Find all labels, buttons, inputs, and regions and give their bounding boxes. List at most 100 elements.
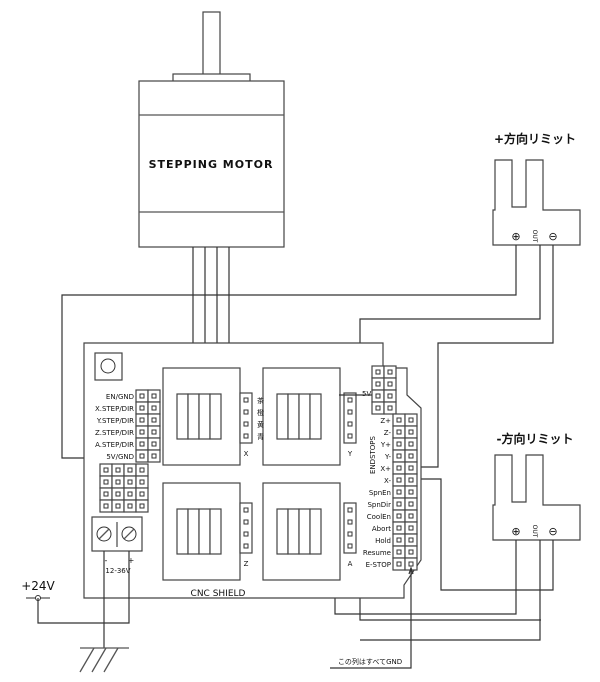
- gnd-note: この列はすべてGND: [330, 566, 414, 669]
- extra-header-pin[interactable]: [139, 467, 145, 473]
- endstop-label: Hold: [375, 537, 391, 545]
- limit-plus-pin-minus: ⊖: [548, 230, 557, 243]
- connector-pin[interactable]: [347, 421, 353, 427]
- motor-connector-x: [239, 392, 253, 444]
- connector-pin[interactable]: [243, 421, 249, 427]
- endstop-pin[interactable]: [396, 477, 402, 483]
- extra-header-pin[interactable]: [127, 467, 133, 473]
- endstop-pin[interactable]: [396, 417, 402, 423]
- extra-header-pin[interactable]: [127, 503, 133, 509]
- five-v-pin[interactable]: [387, 381, 393, 387]
- motor-connector-a: [343, 502, 357, 554]
- left-header-pin[interactable]: [139, 393, 145, 399]
- connector-pin[interactable]: [347, 519, 353, 525]
- left-header-pin[interactable]: [151, 393, 157, 399]
- left-header-pin[interactable]: [151, 417, 157, 423]
- endstop-pin[interactable]: [396, 501, 402, 507]
- extra-header-pin[interactable]: [103, 467, 109, 473]
- extra-header-pin[interactable]: [115, 503, 121, 509]
- endstop-pin[interactable]: [408, 525, 414, 531]
- endstop-pin[interactable]: [408, 501, 414, 507]
- left-header-pin[interactable]: [139, 405, 145, 411]
- terminal-plus-label: +: [128, 556, 135, 565]
- endstop-pin[interactable]: [408, 429, 414, 435]
- extra-header-pin[interactable]: [103, 503, 109, 509]
- five-v-pin[interactable]: [375, 369, 381, 375]
- limit-switch-plus: +方向リミット ⊕ OUT ⊖: [492, 131, 581, 246]
- endstop-pin[interactable]: [396, 537, 402, 543]
- extra-header-pin[interactable]: [127, 479, 133, 485]
- endstop-pin[interactable]: [408, 513, 414, 519]
- extra-header-pin[interactable]: [127, 491, 133, 497]
- connector-pin[interactable]: [243, 507, 249, 513]
- extra-header-pin[interactable]: [139, 491, 145, 497]
- endstop-pin[interactable]: [396, 465, 402, 471]
- five-v-header: [371, 365, 397, 415]
- left-header-label: X.STEP/DIR: [95, 405, 134, 413]
- endstop-pin[interactable]: [408, 537, 414, 543]
- left-header-pin[interactable]: [151, 429, 157, 435]
- five-v-pin[interactable]: [387, 393, 393, 399]
- endstop-pin[interactable]: [396, 525, 402, 531]
- endstop-pin[interactable]: [396, 489, 402, 495]
- endstop-pin[interactable]: [396, 453, 402, 459]
- endstop-pin[interactable]: [396, 441, 402, 447]
- five-v-pin[interactable]: [387, 405, 393, 411]
- extra-header-pin[interactable]: [103, 491, 109, 497]
- endstop-pin[interactable]: [408, 465, 414, 471]
- driver-chip-z: [176, 508, 222, 555]
- endstop-pin[interactable]: [396, 513, 402, 519]
- five-v-pin[interactable]: [375, 381, 381, 387]
- endstop-pin[interactable]: [408, 417, 414, 423]
- connector-pin[interactable]: [243, 543, 249, 549]
- left-header-pin[interactable]: [151, 441, 157, 447]
- left-header-pin[interactable]: [139, 441, 145, 447]
- extra-header-pin[interactable]: [103, 479, 109, 485]
- extra-header-pin[interactable]: [115, 491, 121, 497]
- connector-pin[interactable]: [243, 519, 249, 525]
- left-header-pin[interactable]: [151, 453, 157, 459]
- left-header-pin[interactable]: [139, 417, 145, 423]
- connector-pin[interactable]: [347, 543, 353, 549]
- connector-pin[interactable]: [347, 531, 353, 537]
- coil-color-label: 青: [257, 432, 264, 441]
- left-header-pin[interactable]: [151, 405, 157, 411]
- connector-pin[interactable]: [347, 507, 353, 513]
- endstop-pin[interactable]: [396, 549, 402, 555]
- five-v-pin[interactable]: [375, 405, 381, 411]
- limit-minus-body: [492, 454, 581, 541]
- power-terminal: - + 12-36V: [91, 516, 143, 575]
- left-header-label: 5V/GND: [106, 453, 134, 461]
- endstop-pin[interactable]: [408, 441, 414, 447]
- extra-header-pin[interactable]: [115, 467, 121, 473]
- left-header: EN/GNDX.STEP/DIRY.STEP/DIRZ.STEP/DIRA.ST…: [95, 389, 161, 463]
- connector-pin[interactable]: [243, 397, 249, 403]
- endstop-pin[interactable]: [408, 477, 414, 483]
- left-header-pin[interactable]: [139, 429, 145, 435]
- extra-header-pin[interactable]: [115, 479, 121, 485]
- connector-pin[interactable]: [243, 409, 249, 415]
- endstop-label: CoolEn: [367, 513, 391, 521]
- driver-sockets: [162, 367, 341, 581]
- left-header-pin[interactable]: [139, 453, 145, 459]
- endstop-pin[interactable]: [408, 549, 414, 555]
- connector-pin[interactable]: [243, 531, 249, 537]
- left-header-label: A.STEP/DIR: [95, 441, 134, 449]
- connector-pin[interactable]: [347, 409, 353, 415]
- connector-pin[interactable]: [347, 397, 353, 403]
- five-v-pin[interactable]: [387, 369, 393, 375]
- endstop-pin[interactable]: [396, 429, 402, 435]
- endstop-label: SpnEn: [369, 489, 391, 497]
- endstop-label: Y-: [384, 453, 391, 461]
- connector-pin[interactable]: [243, 433, 249, 439]
- coil-color-label: 茶: [257, 396, 264, 405]
- five-v-pin[interactable]: [375, 393, 381, 399]
- connector-pin[interactable]: [347, 433, 353, 439]
- endstop-pin[interactable]: [408, 489, 414, 495]
- endstop-pin[interactable]: [396, 561, 402, 567]
- extra-header-pin[interactable]: [139, 479, 145, 485]
- extra-header-pin[interactable]: [139, 503, 145, 509]
- endstop-pin[interactable]: [408, 453, 414, 459]
- endstop-pin[interactable]: [408, 561, 414, 567]
